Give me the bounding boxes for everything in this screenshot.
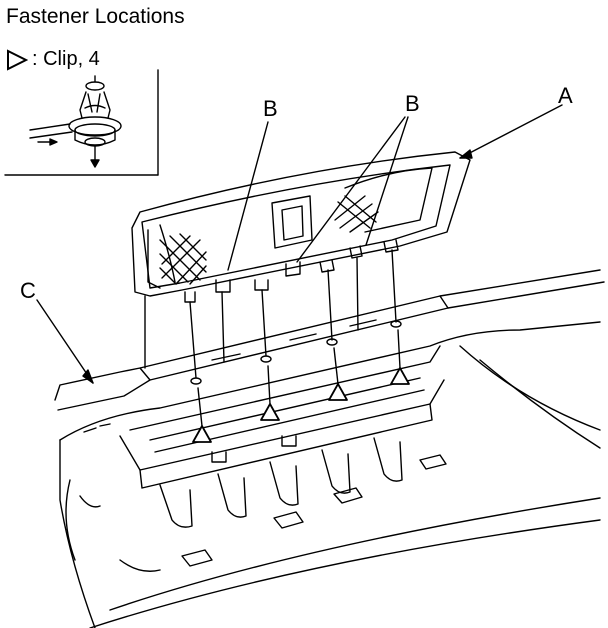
callout-b-right: B xyxy=(405,91,420,116)
part-c-bracket xyxy=(54,269,605,411)
leader-lines xyxy=(36,104,563,384)
page-title: Fastener Locations xyxy=(6,5,185,28)
clip-alignment-lines xyxy=(144,249,401,427)
clip-markers xyxy=(192,367,410,443)
clip-inset xyxy=(4,69,159,176)
part-a-cover xyxy=(131,151,471,303)
legend-text: : Clip, 4 xyxy=(32,48,100,70)
legend: : Clip, 4 xyxy=(6,48,100,71)
clip-triangle-icon xyxy=(328,383,348,401)
callout-c: C xyxy=(20,278,36,303)
callout-b-left: B xyxy=(263,96,278,121)
callout-a: A xyxy=(558,83,573,108)
clip-triangle-icon xyxy=(192,425,212,443)
clip-triangle-icon xyxy=(390,367,410,385)
bumper-frame xyxy=(59,321,601,628)
clip-triangle-icon xyxy=(260,403,280,421)
triangle-icon xyxy=(7,48,28,71)
